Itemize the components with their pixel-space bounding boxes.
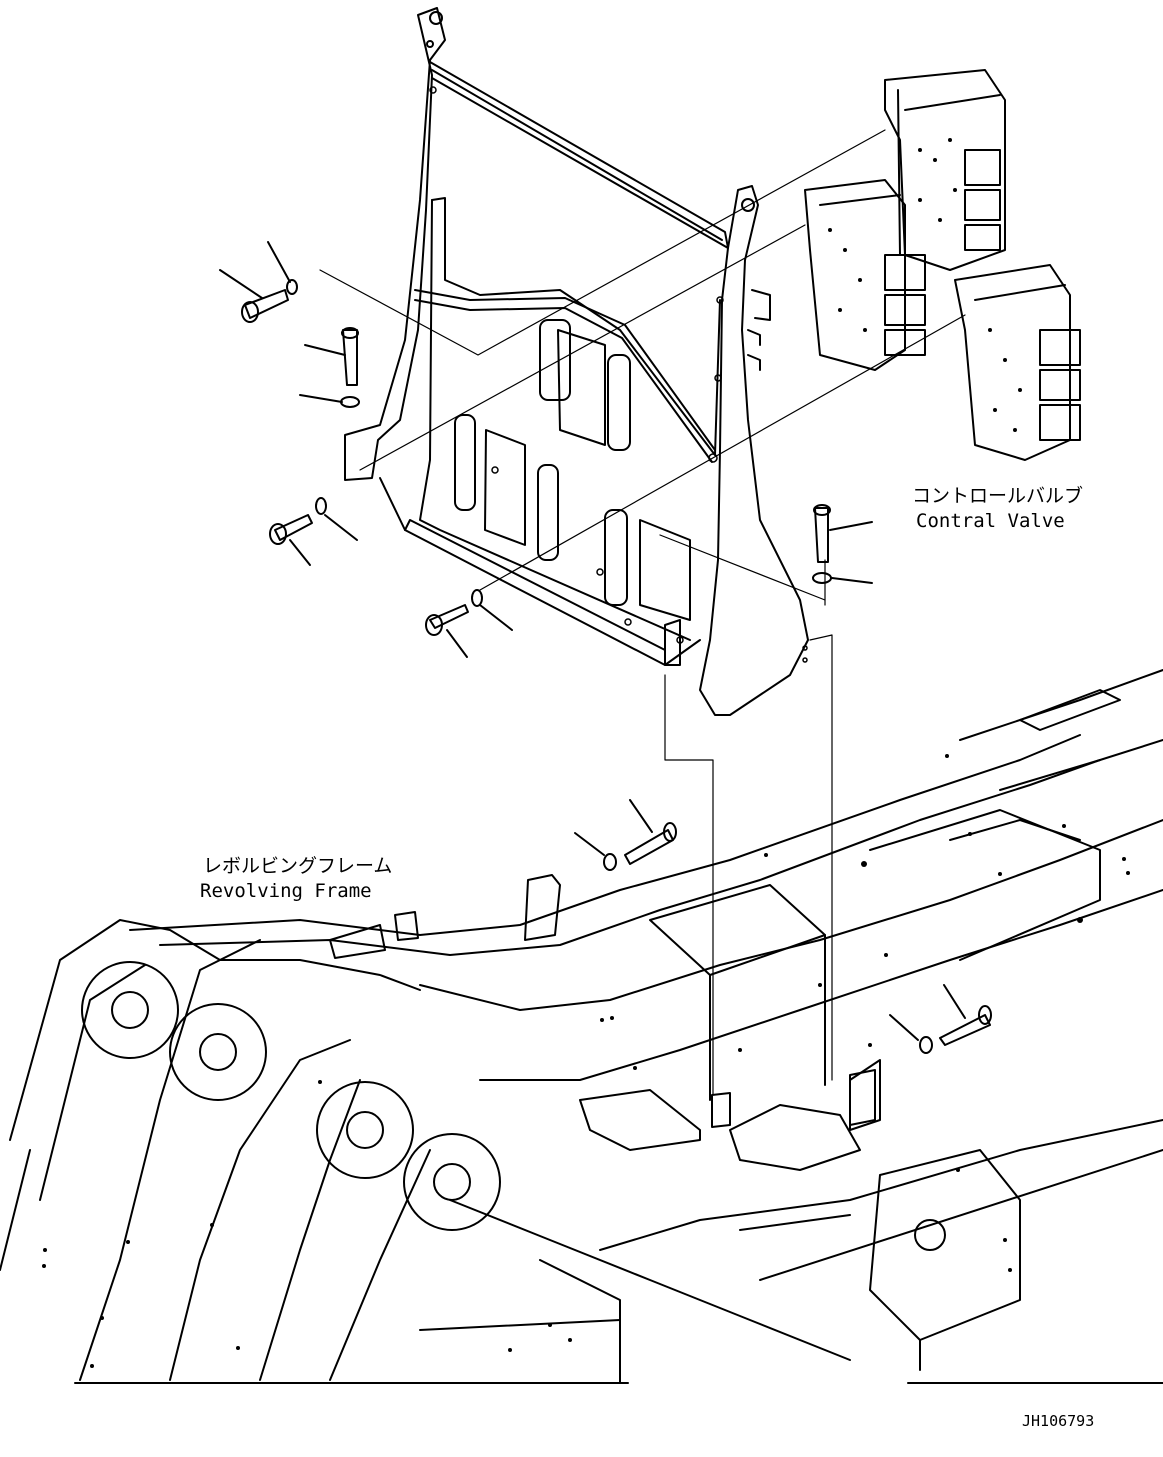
revolving-frame-label-en: Revolving Frame: [200, 880, 372, 902]
revolving-frame: [0, 670, 1163, 1383]
control-valve-label-en: Contral Valve: [916, 510, 1065, 532]
control-valve-assembly: [805, 70, 1080, 460]
valve-bracket: [345, 8, 808, 715]
frame-bolts: [575, 800, 991, 1053]
drawing-number: JH106793: [1022, 1412, 1094, 1430]
assembly-lines: [320, 130, 965, 1095]
frame-holes: [42, 754, 1130, 1368]
bolts-and-washers: [220, 242, 872, 657]
control-valve-label-jp: コントロールバルブ: [912, 484, 1083, 507]
revolving-frame-label-jp: レボルビングフレーム: [203, 855, 392, 877]
